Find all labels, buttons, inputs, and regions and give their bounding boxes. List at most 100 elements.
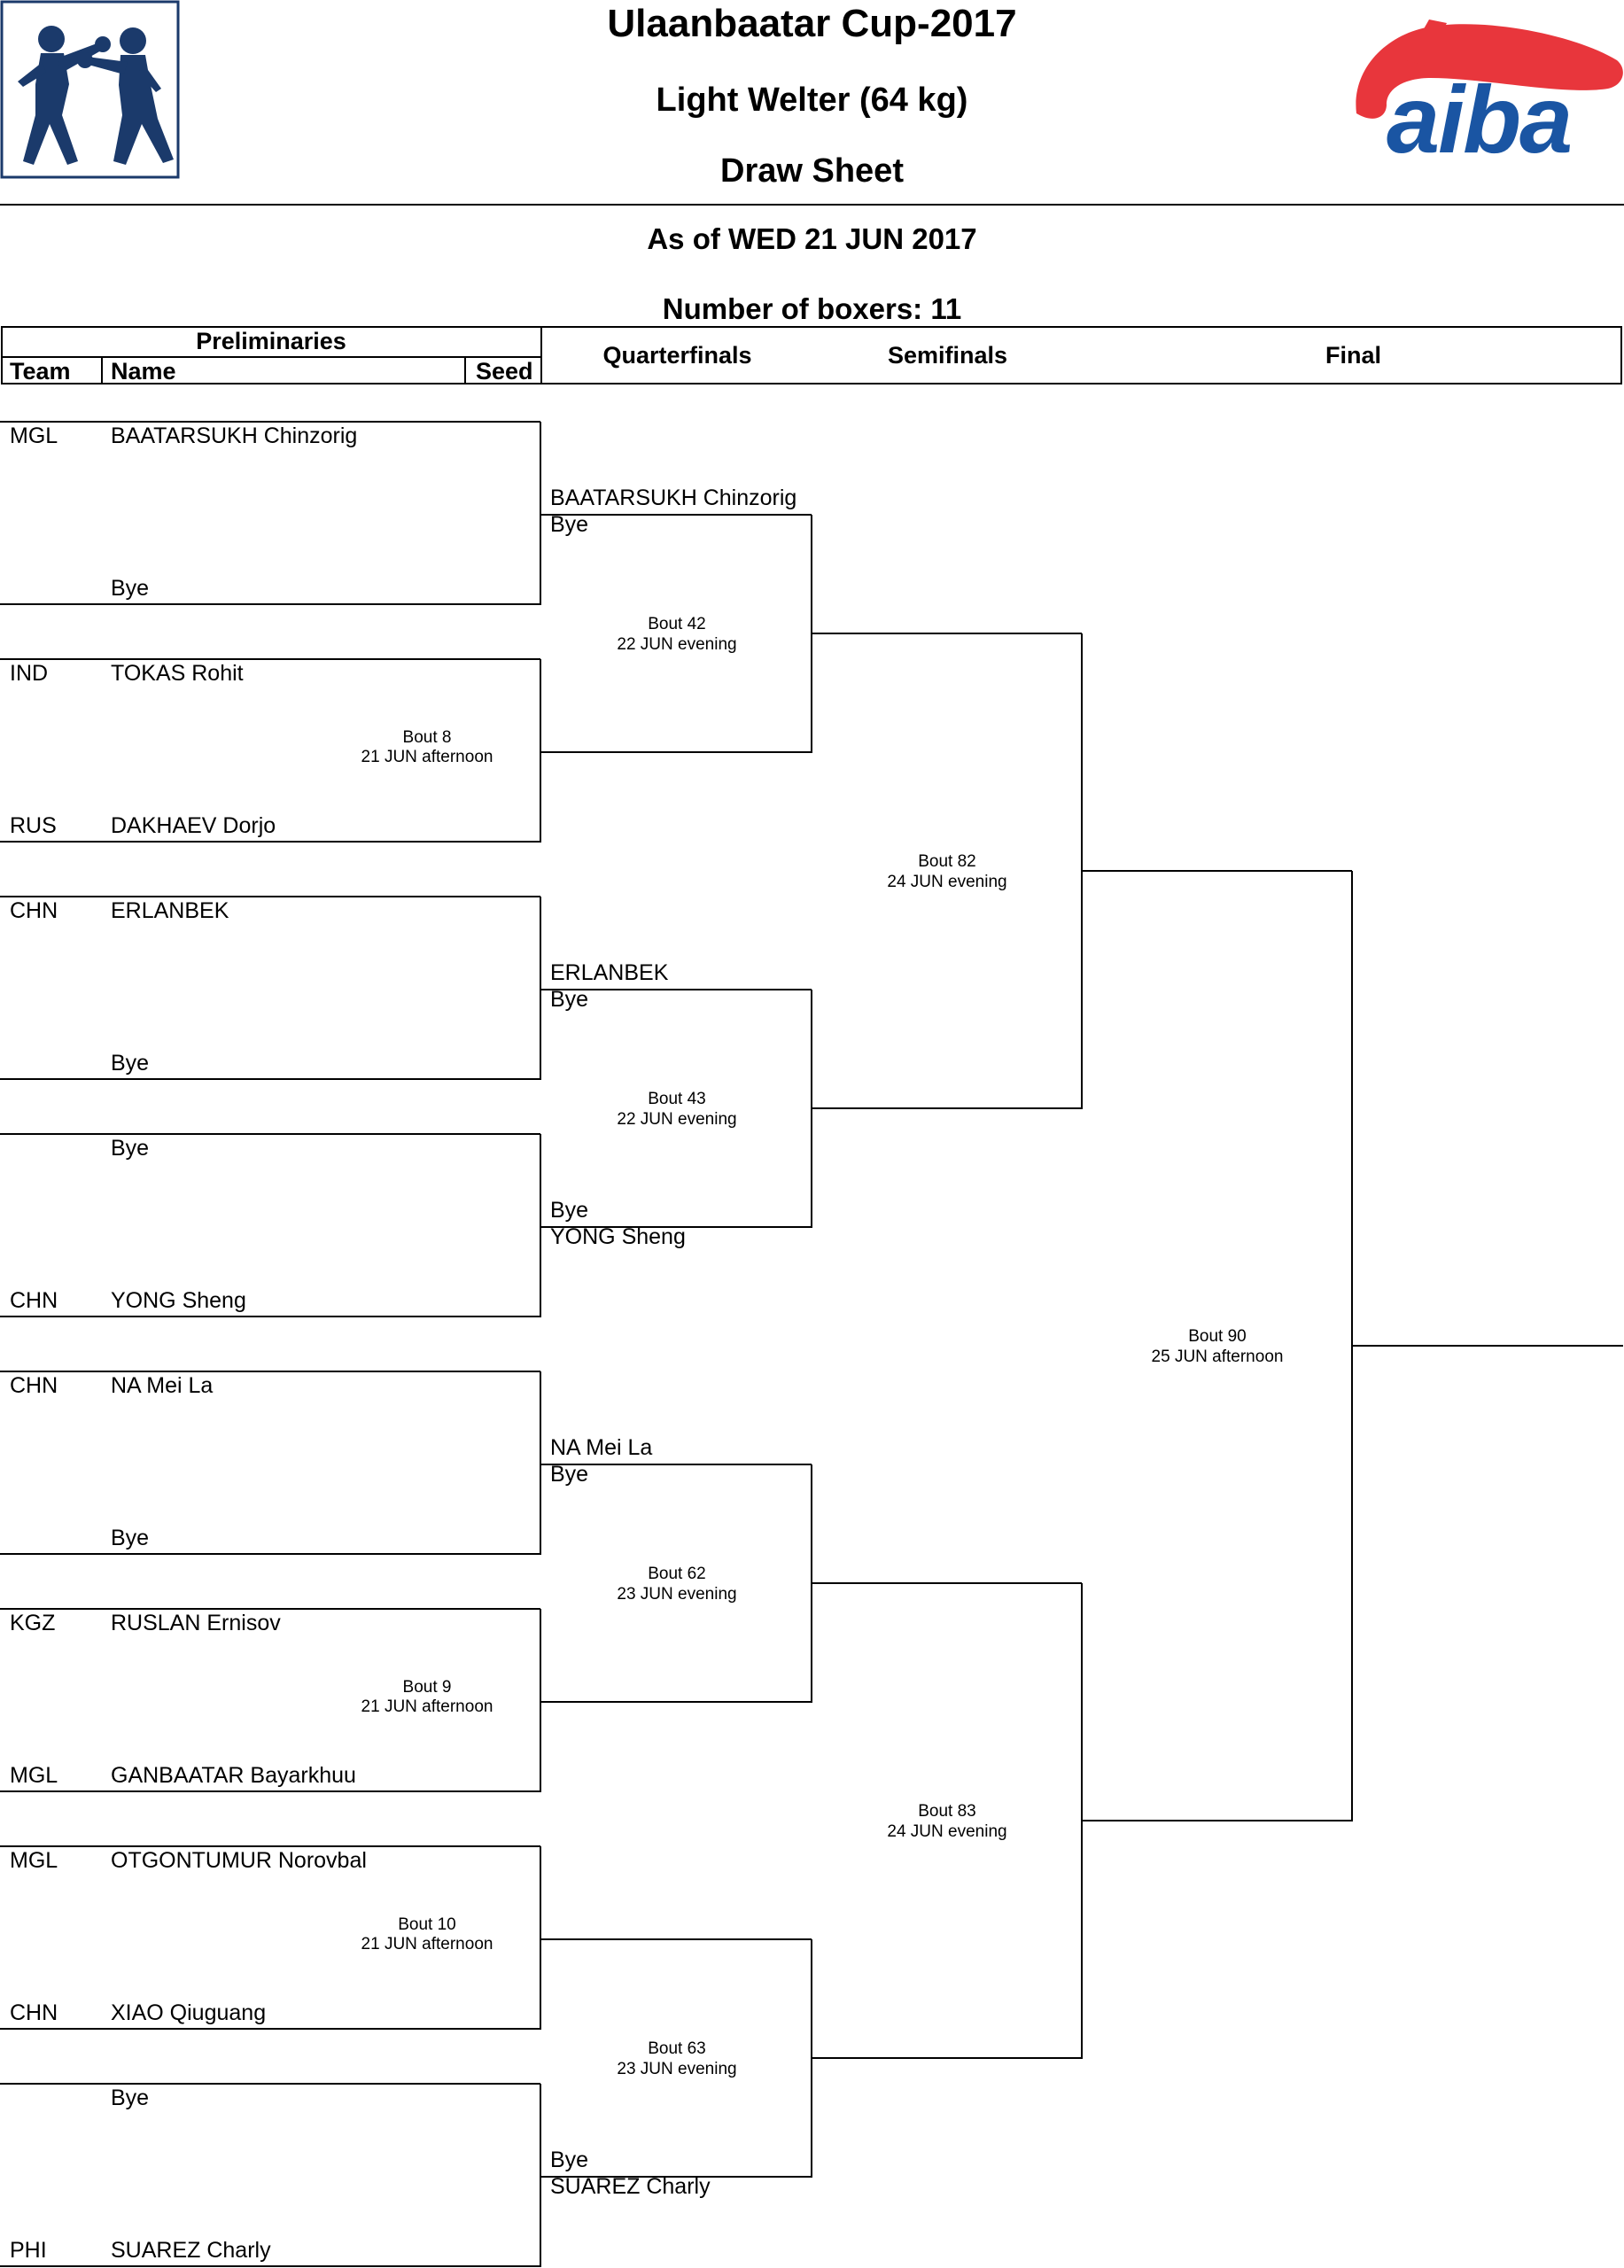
team-code: CHN [10,1288,58,1313]
bout-number: Bout 83 [918,1802,976,1821]
qf-boxer-name: Bye [550,2148,589,2172]
header-divider-team [101,356,103,384]
prelim-bracket [540,1371,541,1555]
prelim-bracket [540,1134,541,1317]
draw-sheet-title: Draw Sheet [720,152,904,190]
prelim-line [0,1133,540,1135]
preliminaries-header: Preliminaries [196,328,346,354]
sf-line [812,1107,1082,1109]
seed-header: Seed [476,358,533,384]
name-header: Name [111,358,176,384]
quarterfinals-header: Quarterfinals [602,342,752,369]
event-title: Ulaanbaatar Cup-2017 [607,2,1017,45]
prelim-line [0,841,540,843]
prelim-line [0,1078,540,1080]
boxer-name: Bye [111,576,150,601]
aiba-logo-text: aiba [1387,66,1573,173]
qf-boxer-name: Bye [550,512,589,537]
boxer-name: TOKAS Rohit [111,661,244,686]
boxer-name: RUSLAN Ernisov [111,1611,281,1635]
bout-number: Bout 63 [648,2039,706,2058]
as-of-date: As of WED 21 JUN 2017 [647,222,977,255]
boxer-name: YONG Sheng [111,1288,246,1313]
boxer-name: Bye [111,1526,150,1550]
sf-line [812,1582,1082,1584]
prelim-bracket [540,659,541,843]
boxer-name: Bye [111,1051,150,1076]
bout-time: 23 JUN evening [617,2060,737,2078]
column-header-box [1,326,1622,384]
bout-number: Bout 43 [648,1090,706,1108]
boxer-name: Bye [111,1136,150,1161]
qf-boxer-name: SUAREZ Charly [550,2174,711,2199]
bout-label: Bout 42 22 JUN evening [544,614,810,655]
boxer-name: NA Mei La [111,1373,214,1398]
prelim-line [0,2028,540,2030]
team-code: PHI [10,2238,47,2263]
prelim-bracket [540,2084,541,2267]
bout-number: Bout 82 [918,852,976,871]
prelim-line [0,2265,540,2267]
bout-time: 23 JUN evening [617,1585,737,1604]
qf-line [540,2176,812,2178]
team-header: Team [10,358,71,384]
qf-boxer-name: NA Mei La [550,1435,653,1460]
prelim-line [0,1316,540,1317]
semifinals-header: Semifinals [887,342,1008,369]
prelim-bracket [540,897,541,1080]
prelim-line [0,2083,540,2085]
prelim-line [0,603,540,605]
qf-line [540,751,812,753]
aiba-logo-icon: aiba [1351,7,1624,172]
prelim-line [0,1790,540,1792]
boxer-name: GANBAATAR Bayarkhuu [111,1763,356,1788]
bout-time: 21 JUN afternoon [361,748,493,766]
bout-number: Bout 10 [398,1915,456,1934]
qf-boxer-name: Bye [550,1198,589,1223]
bout-number: Bout 62 [648,1565,706,1583]
qf-line [540,1938,812,1940]
final-line [1082,1820,1352,1821]
bout-label: Bout 62 23 JUN evening [544,1564,810,1604]
champion-line [1352,1345,1623,1347]
bout-label: Bout 82 24 JUN evening [814,851,1080,892]
qf-boxer-name: Bye [550,1462,589,1487]
prelim-line [0,896,540,897]
weight-class-title: Light Welter (64 kg) [656,82,968,119]
final-line [1082,870,1352,872]
header-divider-prelim [540,326,542,384]
team-code: CHN [10,2000,58,2025]
boxer-name: Bye [111,2085,150,2110]
bout-time: 25 JUN afternoon [1151,1348,1284,1366]
boxer-name: BAATARSUKH Chinzorig [111,423,358,448]
header-divider-sub [1,356,542,358]
bout-time: 24 JUN evening [887,873,1007,891]
header-divider-seed [464,356,466,384]
qf-line [540,514,812,516]
bout-number: Bout 9 [402,1678,452,1697]
prelim-line [0,658,540,660]
team-code: RUS [10,813,57,838]
boxer-name: XIAO Qiuguang [111,2000,267,2025]
prelim-line [0,1845,540,1847]
team-code: CHN [10,1373,58,1398]
bout-number: Bout 8 [402,728,452,747]
boxer-name: OTGONTUMUR Norovbal [111,1848,367,1873]
team-code: KGZ [10,1611,56,1635]
bout-label: Bout 43 22 JUN evening [544,1089,810,1130]
bout-number: Bout 42 [648,615,706,633]
final-header: Final [1325,342,1381,369]
qf-line [540,989,812,990]
bout-time: 21 JUN afternoon [361,1935,493,1953]
bout-time: 22 JUN evening [617,1110,737,1129]
team-code: CHN [10,898,58,923]
boxer-name: DAKHAEV Dorjo [111,813,276,838]
bout-time: 21 JUN afternoon [361,1697,493,1716]
sf-line [812,633,1082,634]
qf-line [540,1226,812,1228]
prelim-bracket [540,1846,541,2030]
bout-time: 22 JUN evening [617,635,737,654]
team-code: IND [10,661,49,686]
